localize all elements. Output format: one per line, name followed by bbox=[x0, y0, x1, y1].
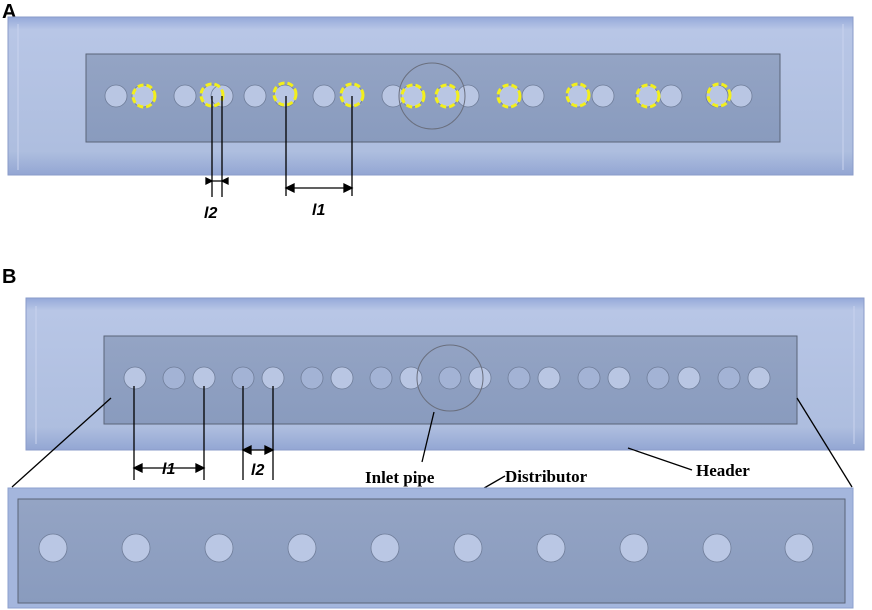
hole bbox=[231, 366, 255, 390]
hole bbox=[646, 366, 670, 390]
hole bbox=[261, 366, 285, 390]
hole bbox=[717, 366, 741, 390]
hole bbox=[747, 366, 771, 390]
hole bbox=[104, 84, 128, 108]
hole bbox=[456, 84, 480, 108]
hole bbox=[536, 533, 566, 563]
hole bbox=[507, 366, 531, 390]
hole bbox=[312, 84, 336, 108]
hole bbox=[287, 533, 317, 563]
panel-b-inlet-pipe bbox=[416, 344, 484, 412]
highlight-ring bbox=[400, 83, 426, 109]
hole bbox=[173, 84, 197, 108]
hole bbox=[121, 533, 151, 563]
highlight-ring bbox=[339, 82, 365, 108]
highlight-ring bbox=[565, 82, 591, 108]
panel-b-l1-label: l1 bbox=[162, 461, 175, 478]
inlet-pipe-leader bbox=[421, 411, 435, 463]
hole bbox=[677, 366, 701, 390]
hole bbox=[607, 366, 631, 390]
hole bbox=[537, 366, 561, 390]
hole bbox=[162, 366, 186, 390]
panel-a-inlet-pipe bbox=[398, 62, 466, 130]
zoom-line-right bbox=[796, 397, 853, 488]
highlight-ring bbox=[434, 83, 460, 109]
hole bbox=[204, 533, 234, 563]
zoom-line-left bbox=[11, 397, 112, 488]
hole bbox=[369, 366, 393, 390]
highlight-ring bbox=[199, 82, 225, 108]
panel-a-dimension-l1 bbox=[284, 96, 354, 196]
hole bbox=[577, 366, 601, 390]
highlight-ring bbox=[131, 83, 157, 109]
highlight-ring bbox=[272, 81, 298, 107]
hole bbox=[192, 366, 216, 390]
panel-b-holes bbox=[123, 366, 771, 390]
hole bbox=[521, 84, 545, 108]
hole bbox=[370, 533, 400, 563]
header-label: Header bbox=[696, 461, 750, 480]
hole bbox=[729, 84, 753, 108]
hole bbox=[330, 366, 354, 390]
panel-a-dimension-l2 bbox=[205, 96, 229, 197]
panel-b-dimension-l2 bbox=[241, 386, 275, 480]
panel-a-highlighted-holes bbox=[131, 81, 732, 109]
hole bbox=[659, 84, 683, 108]
hole bbox=[435, 84, 459, 108]
inlet-pipe-label: Inlet pipe bbox=[365, 468, 435, 487]
panel-b-label: B bbox=[2, 266, 16, 288]
hole bbox=[619, 533, 649, 563]
highlight-ring bbox=[496, 83, 522, 109]
hole bbox=[784, 533, 814, 563]
hole bbox=[38, 533, 68, 563]
hole bbox=[399, 366, 423, 390]
panel-b-dimension-l1 bbox=[132, 386, 206, 480]
hole bbox=[243, 84, 267, 108]
panel-a-l2-label: l2 bbox=[204, 205, 217, 222]
hole bbox=[453, 533, 483, 563]
zoomed-distributor-holes bbox=[38, 533, 814, 563]
header-leader bbox=[627, 447, 693, 471]
hole bbox=[300, 366, 324, 390]
hole bbox=[498, 84, 522, 108]
distributor-label: Distributor bbox=[505, 467, 588, 486]
hole bbox=[468, 366, 492, 390]
panel-a-l1-label: l1 bbox=[312, 202, 325, 219]
highlight-ring bbox=[635, 83, 661, 109]
panel-b-l2-label: l2 bbox=[251, 462, 264, 479]
hole bbox=[591, 84, 615, 108]
hole bbox=[123, 366, 147, 390]
hole bbox=[438, 366, 462, 390]
highlight-ring bbox=[706, 82, 732, 108]
hole bbox=[702, 533, 732, 563]
